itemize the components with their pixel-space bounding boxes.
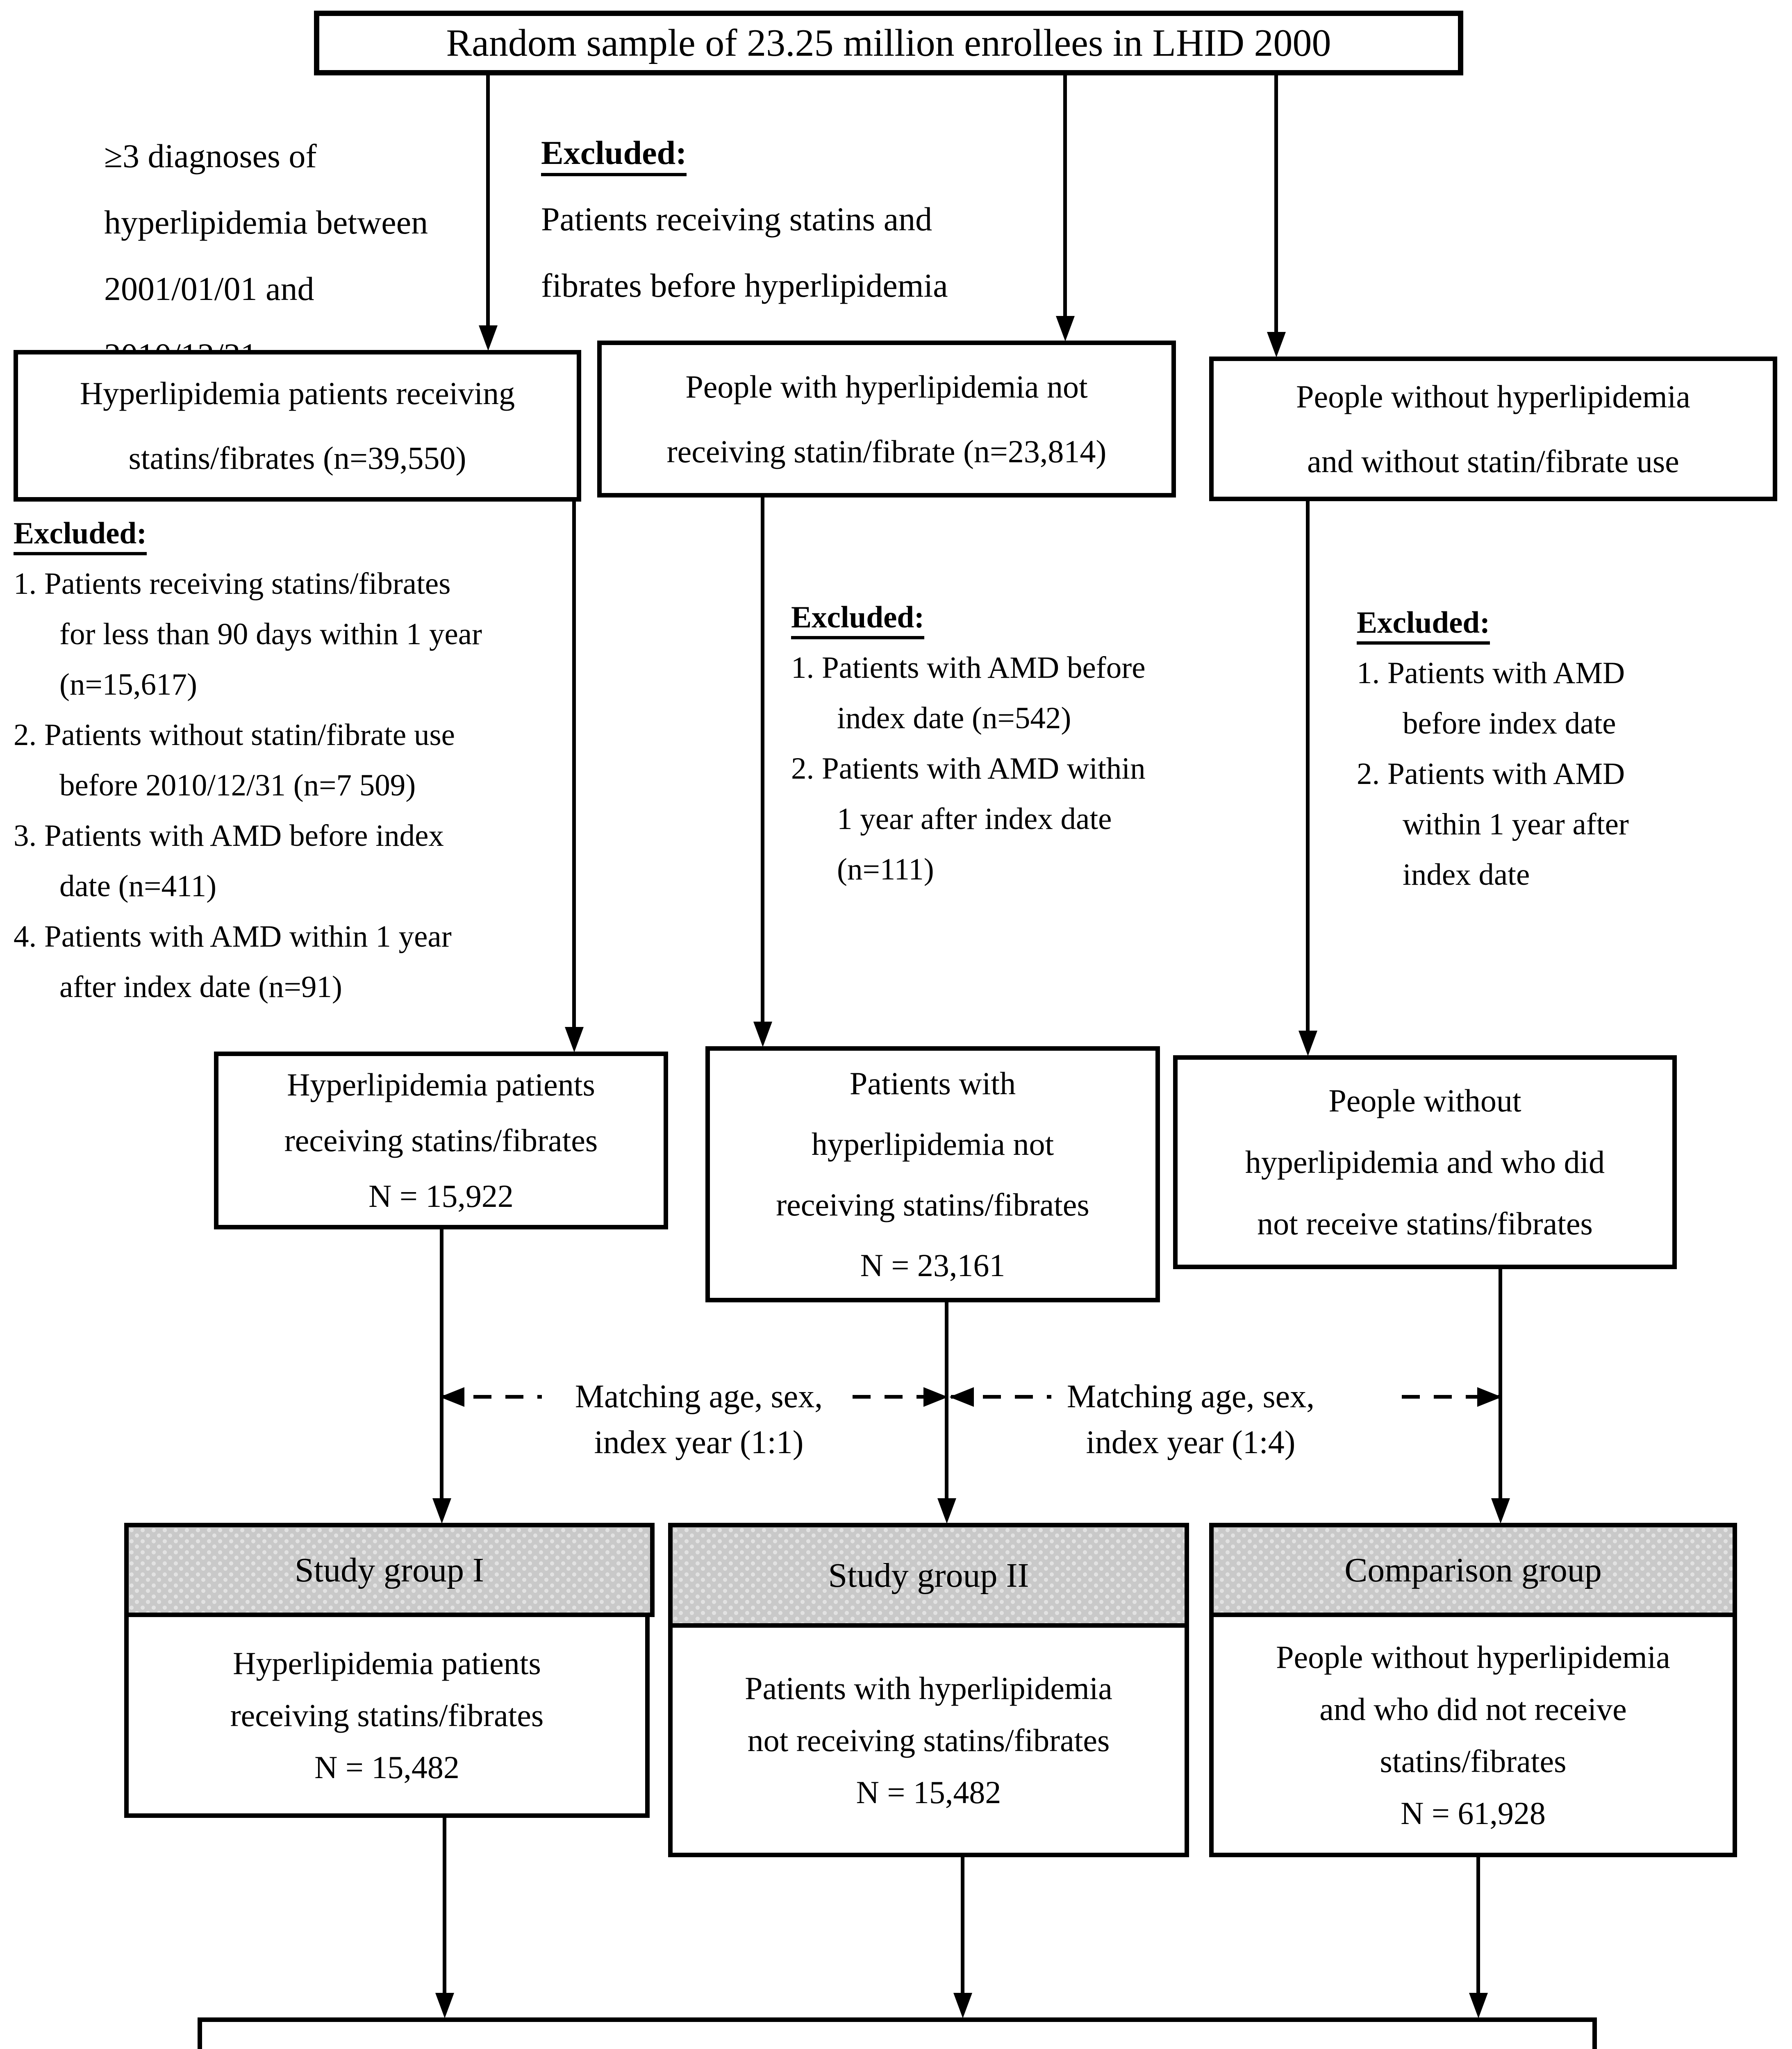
arrow-top-to-statin-group	[486, 75, 490, 326]
text-line: Patients with hyperlipidemia	[745, 1670, 1112, 1706]
list-item: 3. Patients with AMD before index	[14, 819, 444, 853]
exclusion-heading: Excluded:	[541, 120, 1053, 186]
arrow-nostatin-group-down	[761, 497, 764, 1022]
box-nostatin-cohort-after-exclusion: Patients with hyperlipidemia not receivi…	[705, 1046, 1160, 1302]
list-item: 1. Patients with AMD	[1357, 656, 1625, 690]
list-item: 2. Patients with AMD within	[791, 752, 1146, 786]
label-matching-1to4: Matching age, sex, index year (1:4)	[984, 1374, 1398, 1465]
note-exclusion-right: Excluded: 1. Patients with AMD before in…	[1357, 597, 1792, 900]
list-item: 1 year after index date	[837, 802, 1112, 836]
text-line: not receiving statins/fibrates	[747, 1722, 1110, 1758]
arrow-comparison-cohort-down	[1499, 1269, 1502, 1499]
text-line: fibrates before hyperlipidemia	[541, 267, 948, 304]
text-line: People without hyperlipidemia	[1296, 378, 1690, 414]
text-line: receiving statin/fibrate (n=23,814)	[666, 433, 1107, 469]
box-no-hyperlipidemia: People without hyperlipidemia and withou…	[1209, 357, 1777, 501]
note-exclusion-mid: Excluded: 1. Patients with AMD before in…	[791, 592, 1254, 895]
list-item: (n=15,617)	[59, 668, 197, 702]
box-comparison-cohort-after-exclusion: People without hyperlipidemia and who di…	[1173, 1055, 1677, 1269]
text-line: receiving statins/fibrates	[776, 1186, 1089, 1222]
text-line: statins/fibrates (n=39,550)	[128, 440, 466, 476]
exclusion-heading: Excluded:	[14, 508, 587, 559]
text-line: hyperlipidemia between	[104, 204, 428, 241]
text-line: People with hyperlipidemia not	[685, 368, 1088, 404]
text-line: Matching age, sex,	[575, 1379, 823, 1415]
text-line: N = 15,482	[314, 1749, 459, 1785]
text-line: Patients receiving statins and	[541, 200, 932, 238]
box-hyperlipidemia-receiving-statins: Hyperlipidemia patients receiving statin…	[14, 350, 581, 502]
exclusion-heading: Excluded:	[1357, 597, 1792, 648]
note-exclusion-top: Excluded: Patients receiving statins and…	[541, 120, 1053, 319]
text-line: index year (1:4)	[1086, 1424, 1296, 1461]
text-line: People without	[1328, 1083, 1521, 1118]
arrow-study1-to-followup	[443, 1818, 446, 1994]
note-exclusion-left: Excluded: 1. Patients receiving statins/…	[14, 508, 587, 1012]
list-item: index date	[1403, 858, 1530, 892]
list-item: 4. Patients with AMD within 1 year	[14, 920, 452, 954]
list-item: before index date	[1403, 706, 1616, 741]
arrow-study2-to-followup	[961, 1857, 964, 1994]
dashed-arrow-left-icon	[951, 1395, 1051, 1399]
box-hyperlipidemia-not-receiving: People with hyperlipidemia not receiving…	[597, 341, 1176, 497]
text-line: hyperlipidemia and who did	[1245, 1144, 1605, 1180]
box-statin-cohort-after-exclusion: Hyperlipidemia patients receiving statin…	[214, 1052, 668, 1229]
text-line: Hyperlipidemia patients receiving	[80, 375, 515, 411]
arrow-top-to-nostatin-group	[1063, 75, 1067, 317]
text-line: and without statin/fibrate use	[1307, 443, 1679, 479]
header-comparison-group: Comparison group	[1209, 1523, 1737, 1617]
text-line: N = 15,482	[856, 1774, 1001, 1810]
list-item: date (n=411)	[59, 869, 217, 903]
text-line: Patients with	[849, 1065, 1016, 1101]
text-line: not receive statins/fibrates	[1257, 1206, 1593, 1241]
text-line: 2001/01/01 and	[104, 270, 314, 307]
group-title: Study group I	[295, 1551, 484, 1589]
group-title: Study group II	[828, 1556, 1029, 1595]
text-line: N = 23,161	[860, 1247, 1005, 1283]
text-line: N = 61,928	[1401, 1795, 1546, 1831]
text-line: hyperlipidemia not	[811, 1126, 1054, 1162]
dashed-arrow-left-icon	[441, 1395, 542, 1399]
group-title: Comparison group	[1344, 1551, 1602, 1589]
text-line: Hyperlipidemia patients	[287, 1067, 595, 1102]
text-line: Random sample of 23.25 million enrollees…	[446, 22, 1331, 64]
box-followup: All followed up for 5 years	[198, 2017, 1597, 2049]
text-line: index year (1:1)	[594, 1424, 804, 1461]
arrow-top-to-comparison-group	[1274, 75, 1278, 333]
box-random-sample: Random sample of 23.25 million enrollees…	[314, 11, 1463, 75]
dashed-arrow-right-icon	[853, 1395, 946, 1399]
note-diagnosis-criteria: ≥3 diagnoses of hyperlipidemia between 2…	[104, 123, 555, 388]
arrow-statin-cohort-down	[440, 1229, 443, 1499]
text-line: N = 15,922	[368, 1178, 514, 1214]
box-comparison-group: People without hyperlipidemia and who di…	[1209, 1617, 1737, 1857]
list-item: index date (n=542)	[837, 701, 1071, 735]
list-item: for less than 90 days within 1 year	[59, 617, 482, 651]
label-matching-1to1: Matching age, sex, index year (1:1)	[494, 1374, 904, 1465]
box-study-group-1: Hyperlipidemia patients receiving statin…	[124, 1617, 650, 1818]
text-line: Matching age, sex,	[1067, 1379, 1315, 1415]
text-line: and who did not receive	[1319, 1691, 1627, 1727]
list-item: after index date (n=91)	[59, 970, 342, 1004]
list-item: 2. Patients with AMD	[1357, 757, 1625, 791]
list-item: (n=111)	[837, 852, 934, 886]
text-line: statins/fibrates	[1380, 1743, 1567, 1779]
box-study-group-2: Patients with hyperlipidemia not receivi…	[668, 1628, 1189, 1857]
list-item: before 2010/12/31 (n=7 509)	[59, 768, 416, 802]
dashed-arrow-right-icon	[1402, 1395, 1500, 1399]
text-line: ≥3 diagnoses of	[104, 137, 317, 175]
list-item: 2. Patients without statin/fibrate use	[14, 718, 455, 752]
list-item: within 1 year after	[1403, 807, 1629, 841]
text-line: receiving statins/fibrates	[284, 1122, 598, 1158]
header-study-group-2: Study group II	[668, 1523, 1189, 1628]
arrow-statin-group-down	[572, 501, 576, 1028]
arrow-comparison-to-followup	[1476, 1857, 1480, 1994]
exclusion-heading: Excluded:	[791, 592, 1254, 643]
text-line: Hyperlipidemia patients	[233, 1645, 541, 1681]
text-line: receiving statins/fibrates	[230, 1697, 544, 1733]
text-line: People without hyperlipidemia	[1276, 1639, 1670, 1675]
header-study-group-1: Study group I	[124, 1523, 655, 1617]
list-item: 1. Patients receiving statins/fibrates	[14, 567, 451, 601]
arrow-comparison-group-down	[1306, 501, 1310, 1031]
list-item: 1. Patients with AMD before	[791, 651, 1146, 685]
